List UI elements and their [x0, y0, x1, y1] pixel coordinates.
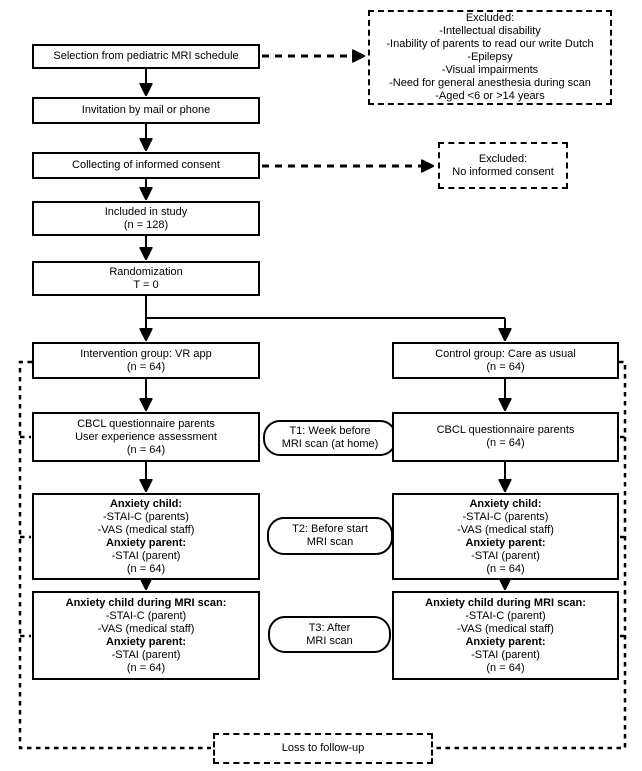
- box-line: -Visual impairments: [441, 64, 539, 76]
- box-line: -Intellectual disability: [439, 25, 541, 37]
- box-line: (n = 64): [126, 360, 166, 373]
- box-line: -STAI-C (parents): [462, 510, 549, 523]
- cbcl-control-box: CBCL questionnaire parents (n = 64): [392, 412, 619, 462]
- box-line: -Need for general anesthesia during scan: [389, 77, 591, 89]
- box-line: Anxiety child during MRI scan:: [65, 596, 227, 609]
- box-line: -Aged <6 or >14 years: [435, 90, 545, 102]
- box-line: User experience assessment: [75, 430, 217, 443]
- box-line: Selection from pediatric MRI schedule: [53, 50, 239, 62]
- consent-box: Collecting of informed consent: [32, 152, 260, 179]
- loss-to-follow-up-box: Loss to follow-up: [213, 733, 433, 764]
- box-line: -STAI-C (parent): [105, 609, 187, 622]
- box-line: -STAI-C (parents): [103, 510, 189, 523]
- box-line: -VAS (medical staff): [457, 523, 554, 536]
- box-line: (n = 64): [486, 661, 525, 674]
- box-line: No informed consent: [452, 165, 554, 178]
- box-line: Anxiety parent:: [465, 635, 546, 648]
- box-line: Anxiety child:: [109, 497, 183, 510]
- box-line: Excluded:: [478, 152, 528, 165]
- box-line: -STAI (parent): [471, 648, 540, 661]
- box-line: T3: After: [308, 621, 351, 634]
- box-line: T1: Week before: [289, 425, 371, 437]
- excluded-screening-box: Excluded: -Intellectual disability -Inab…: [368, 10, 612, 105]
- box-line: Anxiety parent:: [465, 536, 546, 549]
- box-line: MRI scan (at home): [281, 438, 379, 450]
- anxiety-t2-control-box: Anxiety child: -STAI-C (parents) -VAS (m…: [392, 493, 619, 580]
- control-group-box: Control group: Care as usual (n = 64): [392, 342, 619, 379]
- box-line: (n = 128): [123, 218, 169, 231]
- box-line: Anxiety child during MRI scan:: [425, 596, 586, 609]
- box-line: (n = 64): [126, 562, 166, 575]
- box-line: -VAS (medical staff): [457, 622, 554, 635]
- anxiety-t3-intervention-box: Anxiety child during MRI scan: -STAI-C (…: [32, 591, 260, 680]
- box-line: -VAS (medical staff): [97, 523, 195, 536]
- box-line: Loss to follow-up: [281, 742, 365, 754]
- box-line: Invitation by mail or phone: [81, 104, 211, 116]
- box-line: Collecting of informed consent: [72, 159, 220, 171]
- box-line: MRI scan: [306, 536, 354, 548]
- anxiety-t2-intervention-box: Anxiety child: -STAI-C (parents) -VAS (m…: [32, 493, 260, 580]
- t2-label-box: T2: Before start MRI scan: [267, 517, 393, 555]
- dashed-rail-right: [435, 360, 627, 750]
- box-line: (n = 64): [126, 443, 166, 456]
- box-line: -VAS (medical staff): [97, 622, 195, 635]
- box-line: CBCL questionnaire parents: [77, 417, 215, 430]
- box-line: -STAI (parent): [471, 549, 540, 562]
- box-line: (n = 64): [486, 437, 525, 449]
- box-line: -Inability of parents to read our write …: [386, 38, 594, 50]
- box-line: MRI scan: [306, 634, 353, 647]
- intervention-group-box: Intervention group: VR app (n = 64): [32, 342, 260, 379]
- box-line: Randomization: [109, 265, 183, 278]
- box-line: Included in study: [104, 205, 188, 218]
- invitation-box: Invitation by mail or phone: [32, 97, 260, 124]
- box-line: Excluded:: [465, 12, 515, 24]
- box-line: CBCL questionnaire parents: [436, 424, 575, 436]
- randomization-box: Randomization T = 0: [32, 261, 260, 296]
- box-line: (n = 64): [486, 360, 525, 373]
- box-line: T = 0: [133, 278, 159, 291]
- box-line: (n = 64): [126, 661, 166, 674]
- box-line: -STAI (parent): [111, 549, 181, 562]
- box-line: -STAI-C (parent): [465, 609, 546, 622]
- t1-label-box: T1: Week before MRI scan (at home): [263, 420, 397, 456]
- excluded-consent-box: Excluded: No informed consent: [438, 142, 568, 189]
- box-line: -Epilepsy: [467, 51, 513, 63]
- box-line: Anxiety parent:: [105, 635, 187, 648]
- selection-box: Selection from pediatric MRI schedule: [32, 44, 260, 69]
- box-line: (n = 64): [486, 562, 525, 575]
- box-line: -STAI (parent): [111, 648, 181, 661]
- box-line: Intervention group: VR app: [80, 347, 212, 360]
- box-line: Control group: Care as usual: [435, 347, 576, 360]
- box-line: Anxiety parent:: [105, 536, 187, 549]
- box-line: T2: Before start: [292, 523, 368, 535]
- cbcl-intervention-box: CBCL questionnaire parents User experien…: [32, 412, 260, 462]
- t3-label-box: T3: After MRI scan: [268, 616, 391, 653]
- anxiety-t3-control-box: Anxiety child during MRI scan: -STAI-C (…: [392, 591, 619, 680]
- included-box: Included in study (n = 128): [32, 201, 260, 236]
- box-line: Anxiety child:: [469, 497, 542, 510]
